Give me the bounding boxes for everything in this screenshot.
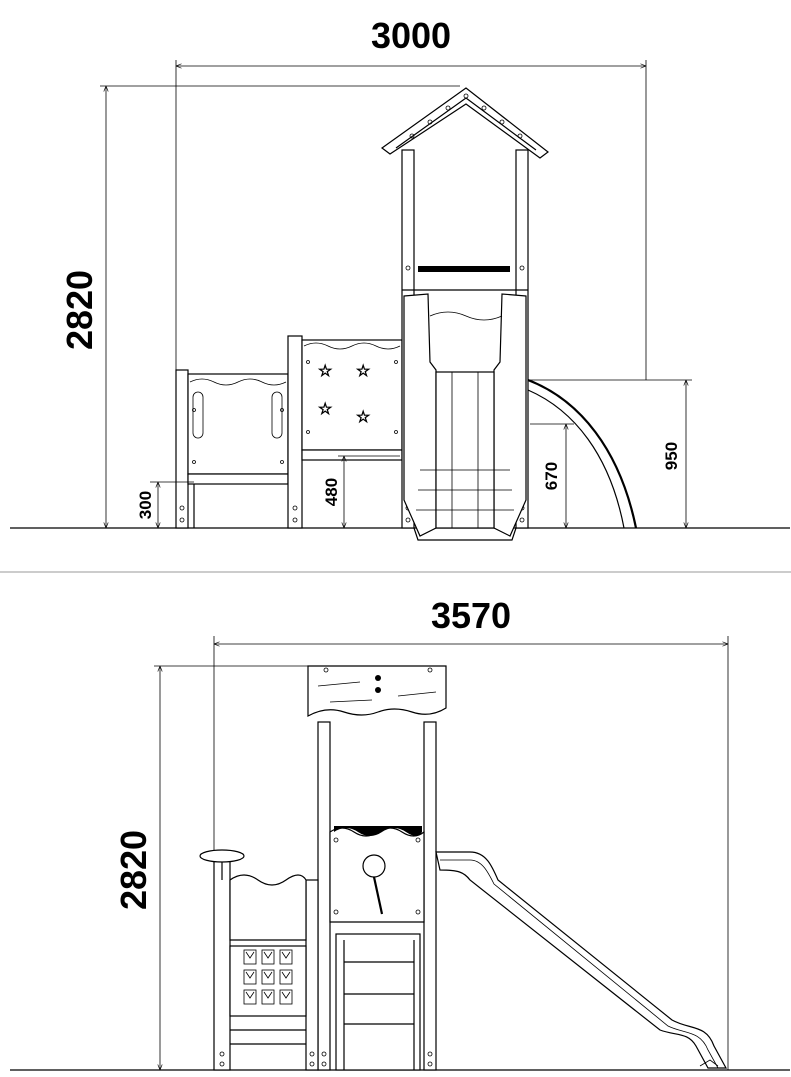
- height-label: 2820: [113, 830, 154, 910]
- width-dimension: 3000: [175, 15, 647, 380]
- width-label: 3000: [371, 15, 451, 56]
- width-label: 3570: [431, 595, 511, 636]
- steering-wheel: [199, 849, 245, 863]
- slide-front: [403, 293, 527, 541]
- svg-text:300: 300: [136, 491, 155, 519]
- star-icon: ☆: [318, 361, 332, 380]
- svg-text:950: 950: [662, 442, 681, 470]
- tower-roof-panel: [307, 665, 447, 718]
- star-icon: ☆: [318, 399, 332, 418]
- side-elevation-view: 3570 2820: [10, 595, 790, 1071]
- slide-side-profile: [527, 378, 638, 529]
- svg-text:670: 670: [542, 462, 561, 490]
- svg-text:480: 480: [322, 478, 341, 506]
- star-icon: ☆: [356, 361, 370, 380]
- star-icon: ☆: [356, 407, 370, 426]
- front-elevation-view: 3000 2820 ☆ ☆ ☆: [10, 15, 790, 541]
- mid-platform: ☆ ☆ ☆ ☆: [287, 335, 403, 529]
- tower-roof: [380, 87, 549, 159]
- dim-480: 480: [322, 455, 400, 528]
- slide-side: [321, 851, 728, 1069]
- dim-300: 300: [136, 481, 194, 528]
- height-dimension: 2820: [59, 85, 460, 528]
- height-label: 2820: [59, 270, 100, 350]
- tower-panel: [329, 826, 425, 923]
- low-platform: [175, 369, 289, 529]
- dim-670: 670: [530, 423, 574, 528]
- climbing-grid: [243, 949, 293, 1005]
- low-platform-side: [199, 849, 319, 1071]
- ladder: [335, 933, 421, 1071]
- height-dimension: 2820: [113, 665, 320, 1070]
- dim-950: 950: [530, 379, 692, 528]
